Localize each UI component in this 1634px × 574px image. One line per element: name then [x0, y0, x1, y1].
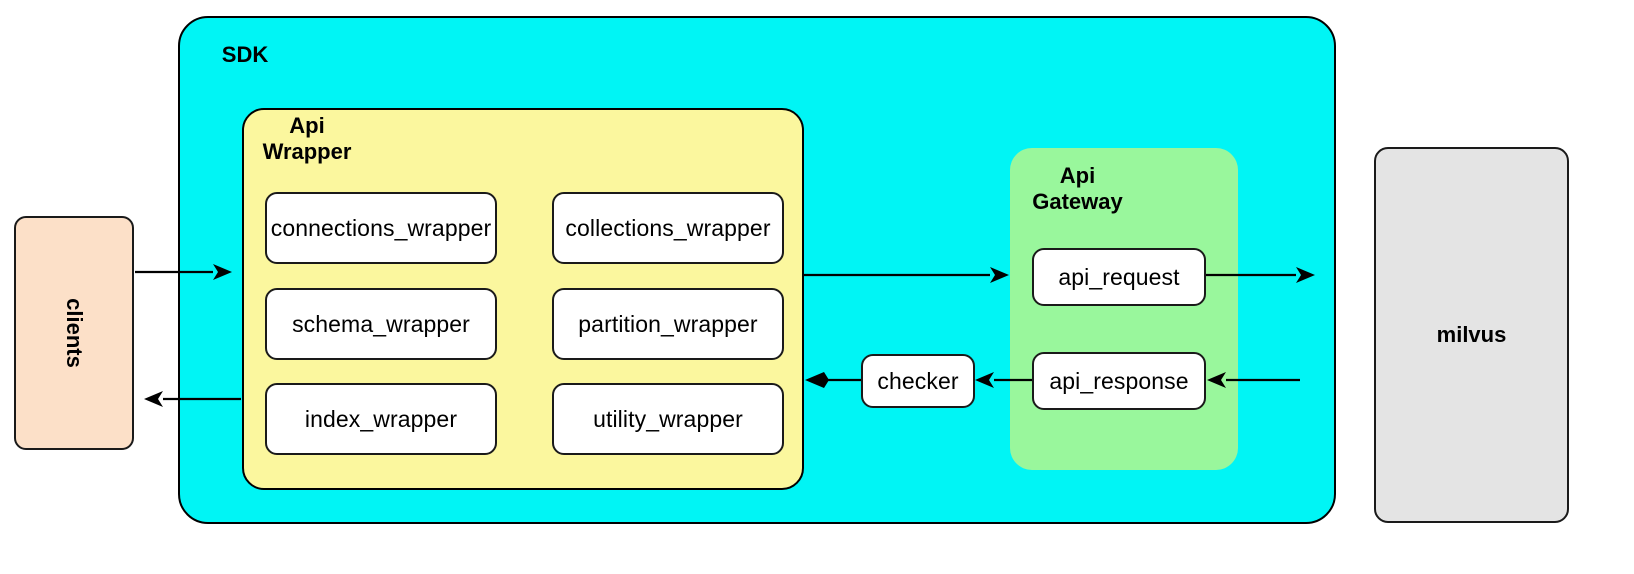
node-api-request-label: api_request — [1058, 263, 1180, 290]
group-sdk-label: SDK — [221, 42, 269, 67]
node-collections-wrapper-label: collections_wrapper — [565, 214, 771, 241]
node-collections-wrapper[interactable]: collections_wrapper — [552, 192, 784, 264]
node-schema-wrapper-label: schema_wrapper — [292, 310, 470, 337]
node-utility-wrapper-label: utility_wrapper — [593, 405, 743, 432]
group-api-gateway-label: Api Gateway — [1032, 163, 1123, 214]
node-connections-wrapper-label: connections_wrapper — [270, 214, 492, 241]
node-index-wrapper[interactable]: index_wrapper — [265, 383, 497, 455]
group-api-gateway — [1010, 148, 1238, 470]
node-connections-wrapper[interactable]: connections_wrapper — [265, 192, 497, 264]
node-partition-wrapper-label: partition_wrapper — [578, 310, 758, 337]
group-api-wrapper-label: Api Wrapper — [262, 113, 352, 164]
node-api-response-label: api_response — [1049, 367, 1189, 394]
node-checker[interactable]: checker — [861, 354, 975, 408]
node-index-wrapper-label: index_wrapper — [304, 405, 458, 432]
node-checker-label: checker — [877, 367, 959, 394]
node-milvus-label: milvus — [1436, 322, 1507, 347]
node-api-response[interactable]: api_response — [1032, 352, 1206, 410]
node-milvus[interactable]: milvus — [1374, 147, 1569, 523]
node-partition-wrapper[interactable]: partition_wrapper — [552, 288, 784, 360]
node-clients[interactable]: clients — [14, 216, 134, 450]
node-utility-wrapper[interactable]: utility_wrapper — [552, 383, 784, 455]
node-schema-wrapper[interactable]: schema_wrapper — [265, 288, 497, 360]
node-clients-label: clients — [61, 298, 87, 368]
node-api-request[interactable]: api_request — [1032, 248, 1206, 306]
